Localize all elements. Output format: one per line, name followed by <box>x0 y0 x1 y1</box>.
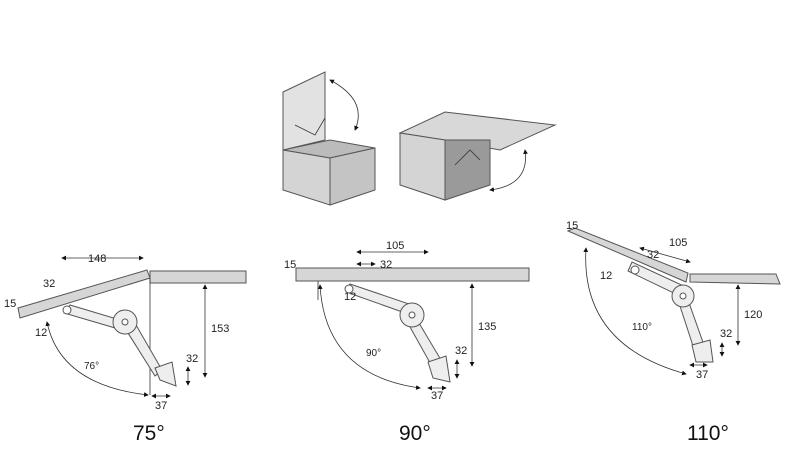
length-label: 148 <box>88 253 106 265</box>
angle-label: 76° <box>84 361 99 372</box>
bracket-width-label: 37 <box>155 400 167 412</box>
height-label: 153 <box>211 323 229 335</box>
hole-spacing-label: 32 <box>647 249 659 261</box>
offset-label: 12 <box>600 270 612 282</box>
height-label: 120 <box>744 309 762 321</box>
hole-spacing-label: 32 <box>43 278 55 290</box>
bracket-height-label: 32 <box>720 328 732 340</box>
panel-thickness-label: 15 <box>284 259 296 271</box>
offset-label: 12 <box>35 327 47 339</box>
bracket-width-label: 37 <box>696 369 708 381</box>
angle-label: 110° <box>632 322 652 333</box>
height-label: 135 <box>478 321 496 333</box>
rotation-arrow-icon <box>489 149 528 192</box>
bracket-height-label: 32 <box>455 345 467 357</box>
diagram-110: 105 32 15 12 110° 120 32 37 110° <box>566 220 781 445</box>
panel-thickness-label: 15 <box>566 220 578 232</box>
bracket-height-label: 32 <box>186 353 198 365</box>
cabinet-closed-illustration <box>398 111 557 201</box>
diagram-caption: 90° <box>399 422 431 445</box>
panel-thickness-label: 15 <box>4 298 16 310</box>
length-label: 105 <box>669 237 687 249</box>
angle-label: 90° <box>366 348 381 359</box>
diagram-caption: 110° <box>687 422 729 445</box>
diagram-75: 148 32 15 12 76° 153 32 37 75° <box>4 253 247 445</box>
diagram-caption: 75° <box>133 422 165 445</box>
diagram-90: 105 32 15 12 90° 135 32 37 90° <box>284 240 530 445</box>
hole-spacing-label: 32 <box>380 259 392 271</box>
length-label: 105 <box>386 240 404 252</box>
cabinet-open-illustration <box>282 71 376 206</box>
rotation-arrow-icon <box>329 79 359 131</box>
bracket-width-label: 37 <box>431 390 443 402</box>
offset-label: 12 <box>344 291 356 303</box>
